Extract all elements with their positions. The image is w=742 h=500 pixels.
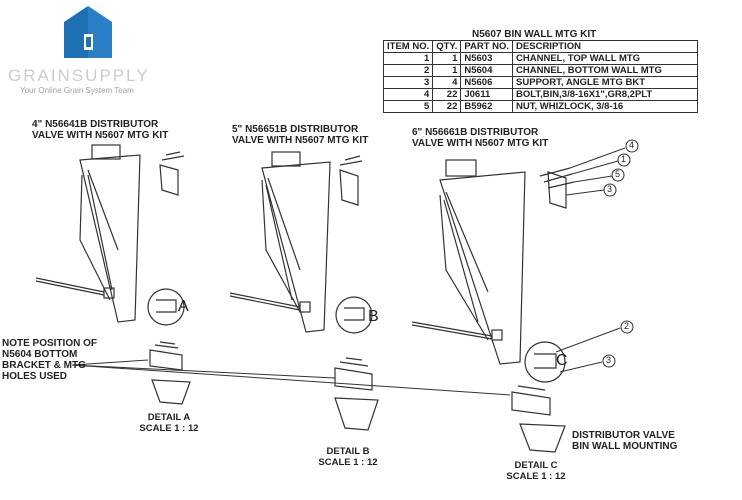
- callout-b: B: [368, 308, 379, 325]
- valve-5in-label-1: 5" N56651B DISTRIBUTOR: [232, 124, 359, 135]
- note-line-3: BRACKET & MTG: [2, 360, 86, 371]
- callout-leaders: [555, 147, 626, 373]
- detail-a-title: DETAIL A: [147, 412, 191, 423]
- cell-desc: NUT, WHIZLOCK, 3/8-16: [512, 100, 699, 113]
- detail-a-scale: SCALE 1 : 12: [139, 423, 199, 434]
- valve-4in-drawing: [35, 144, 185, 326]
- callout-number: 3: [606, 355, 612, 365]
- table-title: N5607 BIN WALL MTG KIT: [472, 29, 597, 40]
- callout-number: 5: [615, 169, 621, 179]
- callout-circles: [602, 139, 639, 368]
- detail-b-title: DETAIL B: [326, 446, 370, 457]
- valve-4in-label-2: VALVE WITH N5607 MTG KIT: [32, 130, 169, 141]
- valve-6in-drawing: [411, 159, 575, 383]
- callout-a: A: [178, 298, 189, 315]
- detail-a-drawing: [149, 341, 191, 405]
- cell-item: 5: [382, 100, 434, 113]
- callout-number: 3: [607, 184, 613, 194]
- note-line-4: HOLES USED: [2, 371, 68, 382]
- callout-number: 1: [621, 154, 627, 164]
- note-leader-lines: [71, 359, 511, 396]
- detail-c-drawing: [511, 385, 566, 453]
- callout-c: C: [556, 352, 568, 369]
- mounting-label-1: DISTRIBUTOR VALVE: [572, 430, 675, 441]
- parts-table: ITEM NO. QTY. PART NO. DESCRIPTION 1 1 N…: [382, 40, 699, 113]
- logo-brand-text: GRAINSUPPLY: [8, 66, 150, 85]
- detail-b-scale: SCALE 1 : 12: [318, 457, 378, 468]
- grainsupply-logo: [0, 0, 180, 100]
- logo-tagline: Your Online Grain System Team: [20, 86, 134, 95]
- detail-b-drawing: [334, 357, 379, 431]
- callout-number: 4: [629, 140, 635, 150]
- cell-part: B5962: [460, 100, 514, 113]
- note-line-1: NOTE POSITION OF: [2, 338, 98, 349]
- detail-c-scale: SCALE 1 : 12: [506, 471, 566, 482]
- detail-c-title: DETAIL C: [514, 460, 558, 471]
- cell-qty: 22: [432, 100, 462, 113]
- grain-bin-logo-icon: [64, 6, 112, 58]
- callout-number: 2: [624, 321, 630, 331]
- valve-6in-label-1: 6" N56661B DISTRIBUTOR: [412, 127, 539, 138]
- mounting-label-2: BIN WALL MOUNTING: [572, 441, 678, 452]
- valve-6in-label-2: VALVE WITH N5607 MTG KIT: [412, 138, 549, 149]
- valve-5in-drawing: [229, 151, 373, 334]
- table-row: 5 22 B5962 NUT, WHIZLOCK, 3/8-16: [382, 100, 699, 113]
- table-row: 2 1 N5604 CHANNEL, BOTTOM WALL MTG: [382, 64, 699, 77]
- table-row: 4 22 J0611 BOLT,BIN,3/8-16X1",GR8,2PLT: [382, 88, 699, 101]
- valve-5in-label-2: VALVE WITH N5607 MTG KIT: [232, 135, 369, 146]
- valve-4in-label-1: 4" N56641B DISTRIBUTOR: [32, 119, 159, 130]
- note-line-2: N5604 BOTTOM: [2, 349, 78, 360]
